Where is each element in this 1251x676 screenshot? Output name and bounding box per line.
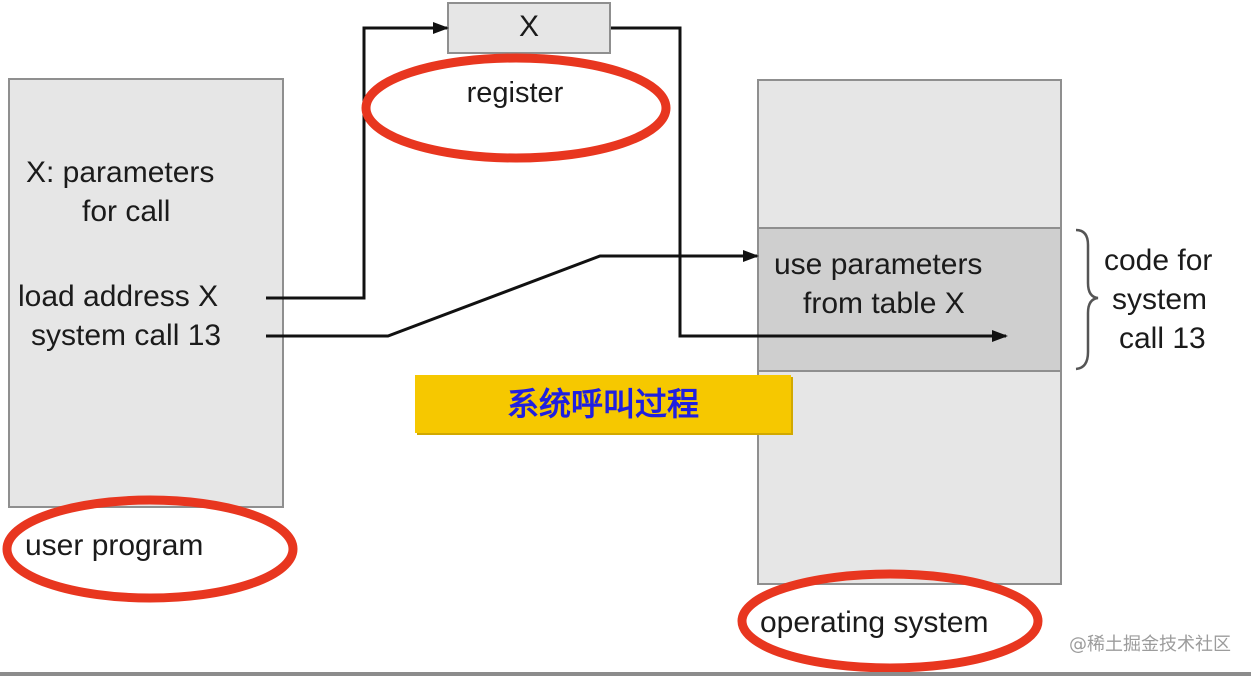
watermark: @稀土掘金技术社区 (1069, 634, 1231, 655)
operating-system-highlight-ellipse (737, 569, 1043, 673)
arrow-load-address-to-register (266, 22, 449, 300)
parameters-line: X: parameters (26, 156, 215, 189)
user-program-highlight-ellipse (2, 495, 298, 603)
brace-note-line-2: system (1112, 283, 1208, 316)
load-address-line: load address X (18, 280, 219, 313)
register-highlight-ellipse (361, 53, 671, 163)
operating-system-label: operating system (760, 606, 989, 639)
curly-brace (1075, 228, 1099, 371)
register-box (447, 2, 611, 54)
user-program-label: user program (25, 529, 204, 562)
brace-note-line-3: call 13 (1119, 322, 1206, 355)
register-label: register (466, 77, 564, 109)
for-call-line: for call (82, 195, 171, 228)
register-value: X (518, 10, 539, 43)
system-call-line: system call 13 (31, 319, 222, 352)
brace-note-line-1: code for (1104, 244, 1213, 277)
code-block-box (757, 227, 1062, 372)
bottom-divider (0, 672, 1251, 676)
code-line-1: use parameters (774, 248, 983, 281)
arrow-register-to-table (611, 26, 1008, 342)
arrow-system-call-to-os (266, 250, 759, 338)
code-line-2: from table X (803, 287, 965, 320)
system-call-process-banner: 系统呼叫过程 (415, 375, 791, 433)
user-program-box (8, 78, 284, 508)
